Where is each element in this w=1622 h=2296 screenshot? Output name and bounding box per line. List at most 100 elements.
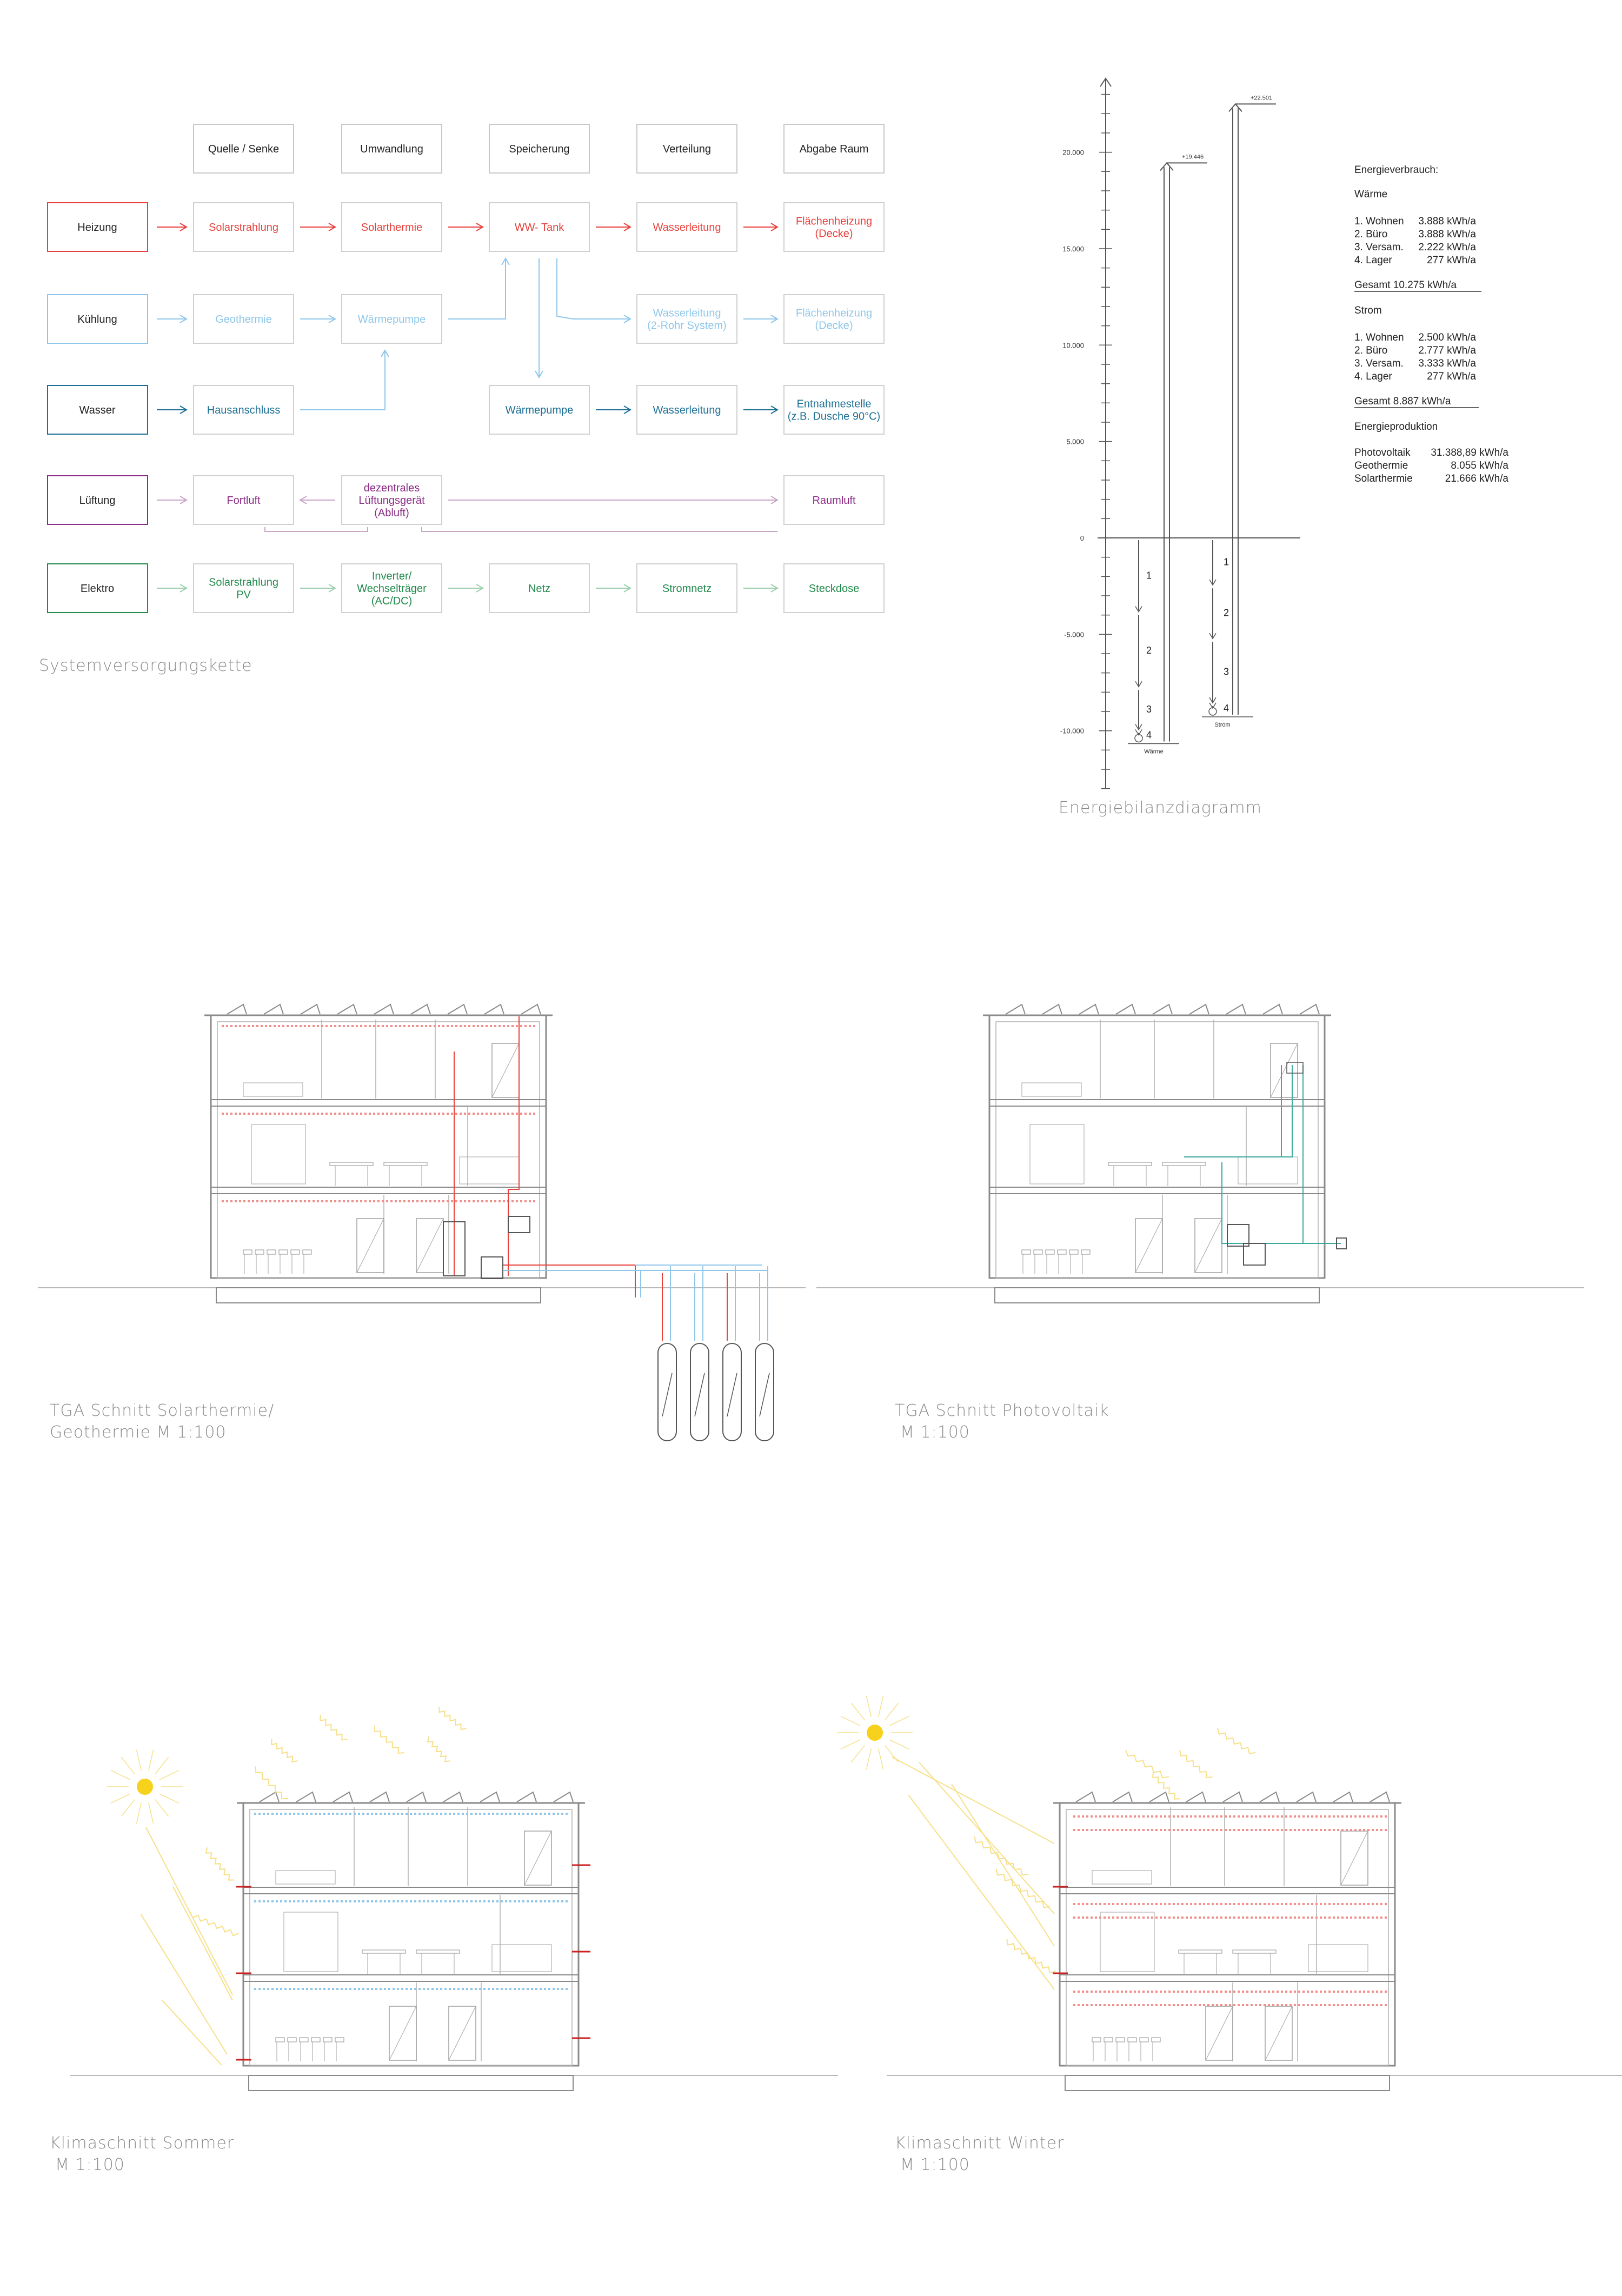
floor-slab: [210, 1099, 547, 1107]
production-label: +22.501: [1251, 95, 1272, 101]
legend-total: Gesamt 10.275 kWh/a: [1354, 279, 1457, 291]
legend-value: 3.888 kWh/a: [1418, 216, 1476, 227]
legend-item: 3. Versam.: [1354, 242, 1404, 253]
flow-box: [193, 475, 294, 525]
section-summer-caption: Klimaschnitt Sommer M 1:100: [50, 2133, 234, 2176]
section-summer-caption-line1: Klimaschnitt Sommer: [50, 2134, 235, 2153]
y-tick-label: 5.000: [1066, 438, 1084, 446]
ground-pipe: [503, 1270, 641, 1297]
solar-panel: [1222, 1791, 1243, 1802]
floor-slab: [989, 1099, 1325, 1107]
row-label-box: [47, 385, 148, 435]
sun-ray-line: [892, 1756, 1055, 1844]
chair: [1045, 1249, 1055, 1255]
chair: [1151, 2037, 1161, 2042]
section-solar-caption-line2: Geothermie M 1:100: [50, 1423, 227, 1442]
wall-panel: [283, 1912, 338, 1972]
solar-panel: [516, 1791, 537, 1802]
sun-ray: [878, 1695, 884, 1717]
chair: [1069, 1249, 1079, 1255]
legend-heading: Energieverbrauch:: [1354, 164, 1438, 176]
section-pv-caption: TGA Schnitt Photovoltaik M 1:100: [895, 1400, 1109, 1443]
incoming-radiation: [438, 1706, 467, 1731]
solar-panel: [1333, 1791, 1353, 1802]
sun-ray: [148, 1802, 154, 1824]
door-swing: [1135, 1218, 1163, 1273]
sun-ray: [155, 1756, 169, 1775]
legend-item: Solarthermie: [1354, 473, 1413, 484]
chair: [1033, 1249, 1043, 1255]
flow-box-text: (2-Rohr System): [647, 320, 727, 332]
building-sections: [38, 1003, 1622, 2091]
flow-box-text: Stromnetz: [662, 583, 712, 595]
arrow-head: [501, 257, 510, 265]
door-swing: [1194, 1218, 1222, 1273]
consumption-label: 1: [1224, 557, 1229, 568]
incoming-radiation: [1152, 1772, 1180, 1800]
chair: [1021, 1249, 1031, 1255]
flow-box: [341, 563, 442, 613]
door-swing: [491, 1043, 520, 1098]
legend-value: 2.500 kWh/a: [1418, 332, 1476, 343]
flow-box: [783, 202, 885, 252]
legend-value: 2.777 kWh/a: [1418, 345, 1476, 356]
desk: [1162, 1162, 1206, 1166]
solar-panel: [1005, 1003, 1026, 1015]
geothermal-probe: [657, 1343, 677, 1441]
sun-ray: [866, 1695, 872, 1717]
consumption-label: 3: [1224, 667, 1229, 677]
desk: [362, 1949, 406, 1954]
y-tick-label: 10.000: [1062, 341, 1084, 349]
flow-box: [783, 294, 885, 344]
flow-connector: [264, 527, 368, 532]
foundation: [994, 1287, 1320, 1303]
solar-panel: [1262, 1003, 1283, 1015]
sun-ray: [850, 1702, 865, 1721]
sun-ray-line: [951, 1783, 1055, 1947]
section-winter-caption-line2: M 1:100: [900, 2155, 970, 2174]
row-label-box: [47, 475, 148, 525]
sun-ray: [136, 1802, 142, 1824]
building-outline: [988, 1014, 1326, 1279]
arrow-head: [180, 223, 188, 231]
floor-slab: [243, 1887, 579, 1894]
row-label-box: [47, 294, 148, 344]
chair: [278, 1249, 288, 1255]
legend-item: 2. Büro: [1354, 229, 1387, 240]
pv-cable: [1184, 1065, 1282, 1157]
building-outline: [210, 1014, 547, 1279]
section-summer: [70, 1706, 838, 2091]
flow-box-text: Netz: [528, 583, 550, 595]
arrow-head: [623, 405, 631, 414]
chair: [1104, 2037, 1113, 2042]
flow-box-text: Inverter/: [372, 570, 412, 582]
bed: [243, 1082, 303, 1097]
consumption-arrow: [1135, 606, 1142, 613]
flow-box: [341, 475, 442, 525]
chair: [323, 2037, 333, 2042]
arrow-head: [180, 405, 188, 414]
row-label: Elektro: [81, 583, 114, 595]
arrow-head: [770, 496, 779, 504]
probe-hatch: [662, 1373, 673, 1417]
chair: [290, 1249, 300, 1255]
arrow-head: [623, 315, 631, 323]
desk: [1178, 1949, 1222, 1954]
reflected-radiation: [189, 1911, 239, 1936]
arrow-head: [770, 223, 779, 231]
floor-slab: [243, 1974, 579, 1982]
solar-panel: [337, 1003, 357, 1015]
legend-value: 3.888 kWh/a: [1418, 229, 1476, 240]
flow-box-text: PV: [236, 589, 251, 601]
door-swing: [1265, 2006, 1293, 2061]
row-label-box: [47, 202, 148, 252]
production-bar-head: [1160, 162, 1174, 171]
sun-ray: [148, 1749, 154, 1771]
chart-caption: Energiebilanzdiagramm: [1059, 798, 1262, 817]
chair: [335, 2037, 344, 2042]
solar-panel: [1259, 1791, 1280, 1802]
solar-panel: [521, 1003, 541, 1015]
solar-panel: [1079, 1003, 1099, 1015]
chair: [1081, 1249, 1091, 1255]
